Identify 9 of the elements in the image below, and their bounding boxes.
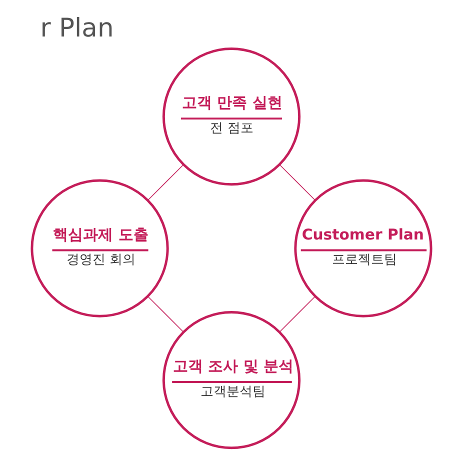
node-circle: 고객 만족 실현 전 점포 [162, 48, 301, 186]
connector [279, 164, 316, 200]
connector [148, 164, 184, 200]
node-circle: Customer Plan 프로젝트팀 [294, 179, 432, 318]
diagram-title: r Plan [40, 14, 114, 44]
node-circle: 고객 조사 및 분석 고객분석팀 [162, 310, 301, 450]
connector [148, 296, 184, 332]
connector [279, 296, 316, 332]
node-circle: 핵심과제 도출 경영진 회의 [30, 179, 169, 318]
